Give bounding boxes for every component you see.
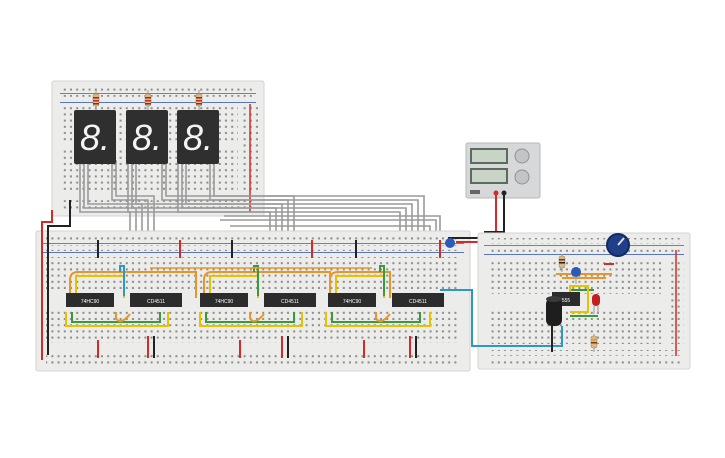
rail-wires-main[interactable] [41, 200, 441, 360]
breadboard-right[interactable] [477, 232, 691, 370]
resistor[interactable] [590, 334, 598, 352]
ic-label: CD4511 [147, 299, 165, 305]
ic-chip[interactable]: CD4511 [130, 293, 182, 307]
seven-segment-displays: 8. 8. 8. [74, 110, 219, 164]
ic-label: 74HC90 [343, 299, 362, 305]
ic-chip[interactable]: 74HC90 [66, 293, 114, 307]
timer-wires[interactable] [440, 263, 614, 352]
display-digit: 8. [183, 117, 213, 158]
potentiometer-icon[interactable] [606, 233, 630, 257]
display-digit: 8. [80, 117, 110, 158]
display-resistors [92, 90, 203, 114]
resistor[interactable] [558, 254, 566, 272]
ic-label: 74HC90 [215, 299, 234, 305]
resistor[interactable] [195, 90, 203, 114]
ceramic-capacitor[interactable] [571, 267, 581, 284]
seven-segment-display[interactable]: 8. [126, 110, 168, 164]
ic-label: CD4511 [409, 299, 427, 305]
interconnect-wires[interactable] [65, 265, 431, 327]
ic-chip[interactable]: CD4511 [392, 293, 444, 307]
resistor[interactable] [144, 90, 152, 114]
ic-label: CD4511 [281, 299, 299, 305]
ic-chip[interactable]: CD4511 [264, 293, 316, 307]
ic-label: 74HC90 [81, 299, 100, 305]
led-icon[interactable] [592, 294, 600, 314]
power-supply-icon[interactable] [465, 142, 541, 199]
chips-main: 74HC90 CD4511 74HC90 CD4511 74HC90 CD451… [66, 293, 444, 307]
wire-junction[interactable] [445, 238, 455, 248]
capacitor-icon[interactable] [546, 296, 562, 326]
ic-label: 555 [562, 298, 571, 304]
seven-segment-display[interactable]: 8. [74, 110, 116, 164]
display-digit: 8. [132, 117, 162, 158]
ic-chip[interactable]: 74HC90 [200, 293, 248, 307]
seven-segment-display[interactable]: 8. [177, 110, 219, 164]
ic-chip[interactable]: 74HC90 [328, 293, 376, 307]
